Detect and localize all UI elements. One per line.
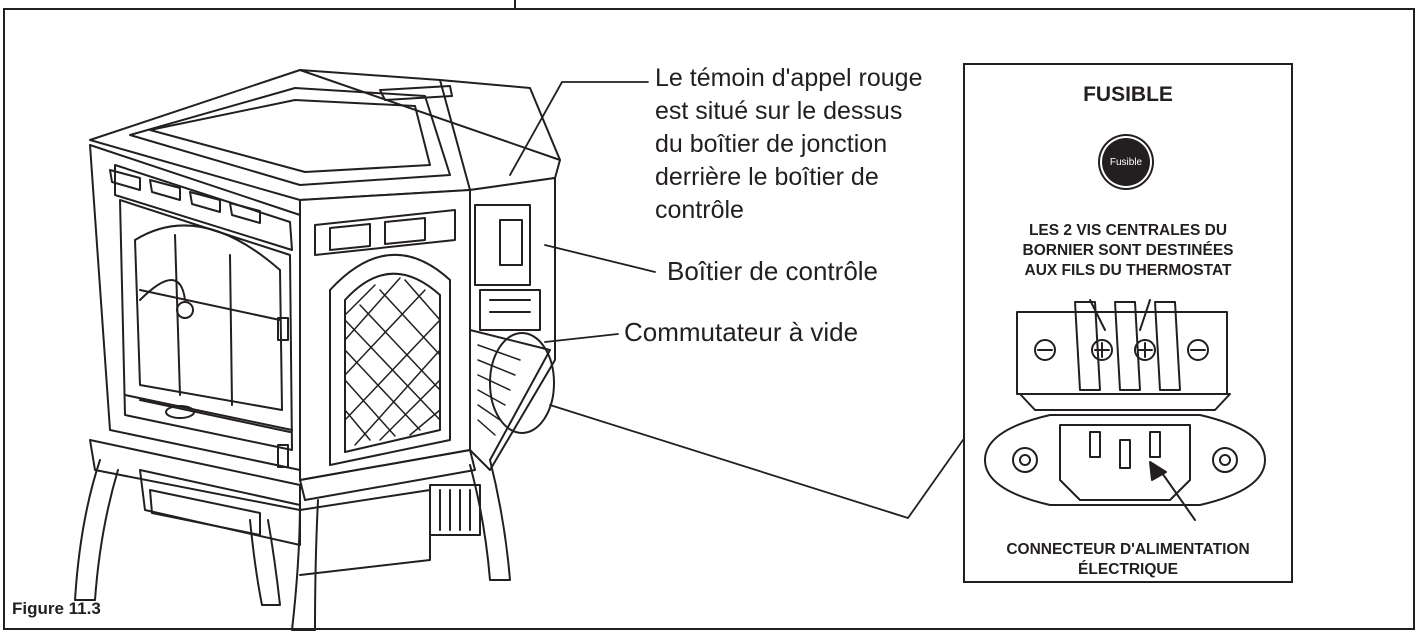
terminal-block xyxy=(1016,299,1231,411)
panel-title: FUSIBLE xyxy=(1083,83,1173,106)
fuse-detail-panel: FUSIBLE Fusible LES 2 VIS CENTRALES DU B… xyxy=(963,63,1293,583)
figure-label: Figure 11.3 xyxy=(12,599,101,618)
top-tick xyxy=(514,0,516,9)
callout-indicator-light: Le témoin d'appel rouge est situé sur le… xyxy=(655,64,923,224)
fuse-icon: Fusible xyxy=(1102,138,1150,186)
callout-control-box: Boîtier de contrôle xyxy=(667,256,879,286)
stove-legs xyxy=(74,459,511,631)
leader-lines xyxy=(509,81,964,519)
callout-vacuum-switch: Commutateur à vide xyxy=(624,317,859,347)
connector-label: CONNECTEUR D'ALIMENTATION ÉLECTRIQUE xyxy=(1006,541,1250,578)
stove-front xyxy=(89,144,301,471)
stove-side xyxy=(299,189,476,501)
fuse-label: Fusible xyxy=(1109,156,1143,168)
power-connector xyxy=(984,414,1266,521)
stove-top xyxy=(89,69,561,201)
figure-frame xyxy=(3,8,1415,630)
zoom-circle xyxy=(489,332,555,434)
thermostat-note: LES 2 VIS CENTRALES DU BORNIER SONT DEST… xyxy=(1022,222,1234,279)
